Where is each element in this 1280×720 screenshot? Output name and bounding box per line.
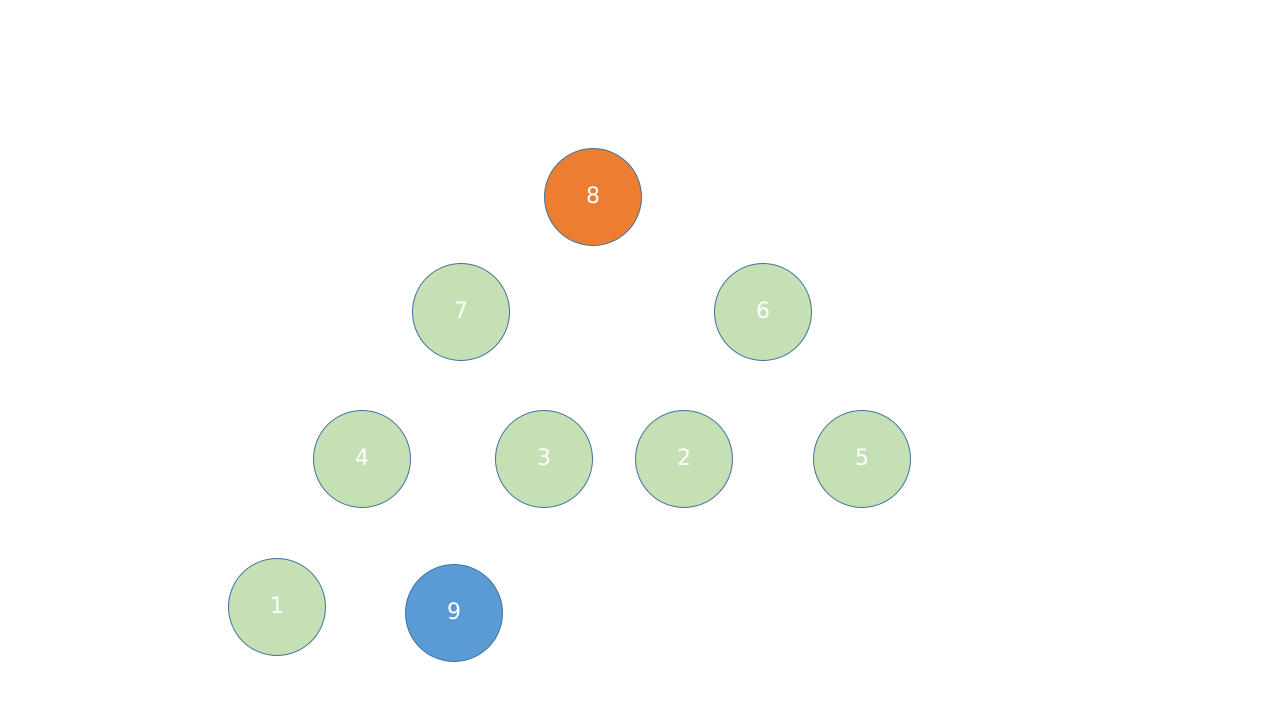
node-label: 4 — [355, 446, 369, 471]
node-circle-6: 6 — [714, 263, 812, 361]
node-circle-4: 4 — [313, 410, 411, 508]
node-label: 6 — [756, 299, 770, 324]
node-label: 2 — [677, 446, 691, 471]
node-label: 8 — [586, 184, 600, 209]
node-circle-9: 9 — [405, 564, 503, 662]
node-circle-5: 5 — [813, 410, 911, 508]
node-label: 7 — [454, 299, 468, 324]
node-label: 3 — [537, 446, 551, 471]
node-circle-7: 7 — [412, 263, 510, 361]
node-circle-1: 1 — [228, 558, 326, 656]
node-circle-8: 8 — [544, 148, 642, 246]
node-circle-3: 3 — [495, 410, 593, 508]
node-label: 1 — [270, 594, 284, 619]
node-circle-2: 2 — [635, 410, 733, 508]
node-label: 9 — [447, 600, 461, 625]
node-label: 5 — [855, 446, 869, 471]
